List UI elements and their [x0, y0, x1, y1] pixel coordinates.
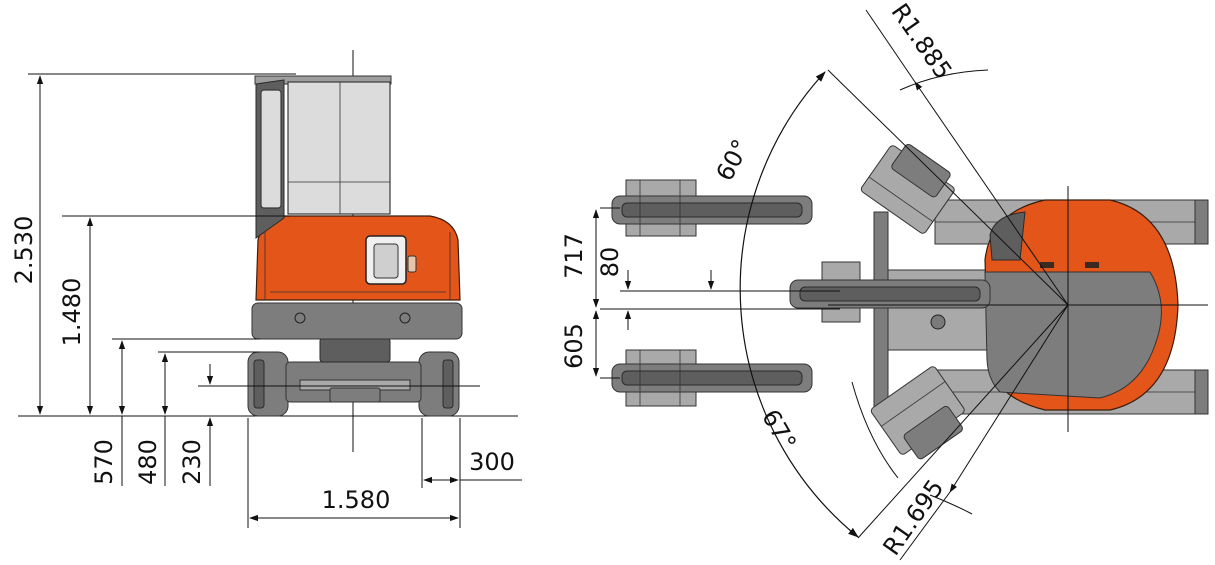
swing-limit-line-upper	[827, 69, 1069, 306]
front-tracks	[247, 337, 460, 417]
top-right-swing-arm	[611, 349, 813, 407]
dim-tail-radius: R1.885	[886, 0, 958, 84]
dim-overall-width: 1.580	[322, 486, 391, 514]
front-radius-line	[949, 304, 1069, 493]
dim-front-radius: R1.695	[877, 474, 949, 560]
front-view: 2.530 1.480 570 480 230 1.580 300	[10, 50, 522, 528]
swing-limit-line-lower	[857, 304, 1069, 539]
tail-arc-top	[899, 69, 989, 91]
dim-570: 570	[90, 439, 118, 485]
dim-swing-angle-right: 67°	[756, 405, 802, 456]
dim-swing-angle-left: 60°	[711, 135, 756, 186]
dim-canopy-height: 1.480	[58, 278, 86, 347]
front-cabin	[254, 75, 392, 239]
dim-605: 605	[560, 323, 588, 369]
tail-radius-line	[914, 81, 1069, 306]
top-left-swing-arm	[611, 179, 813, 237]
dim-80: 80	[596, 247, 624, 278]
dim-overall-height: 2.530	[10, 216, 38, 285]
dim-ground-clearance: 230	[178, 439, 206, 485]
top-swing-bucket-upper	[860, 143, 955, 234]
top-blade	[873, 211, 889, 413]
top-swing-bucket-lower	[870, 366, 965, 460]
swing-arc	[739, 71, 859, 538]
top-view: 717 80 605 60° 67° R1.885 R1.695	[560, 0, 1209, 560]
front-arc-bottom	[929, 494, 973, 515]
dim-480: 480	[134, 439, 162, 485]
front-body	[251, 215, 463, 340]
front-arc-inner	[851, 381, 899, 479]
dim-717: 717	[560, 233, 588, 279]
dim-track-width: 300	[469, 448, 515, 476]
